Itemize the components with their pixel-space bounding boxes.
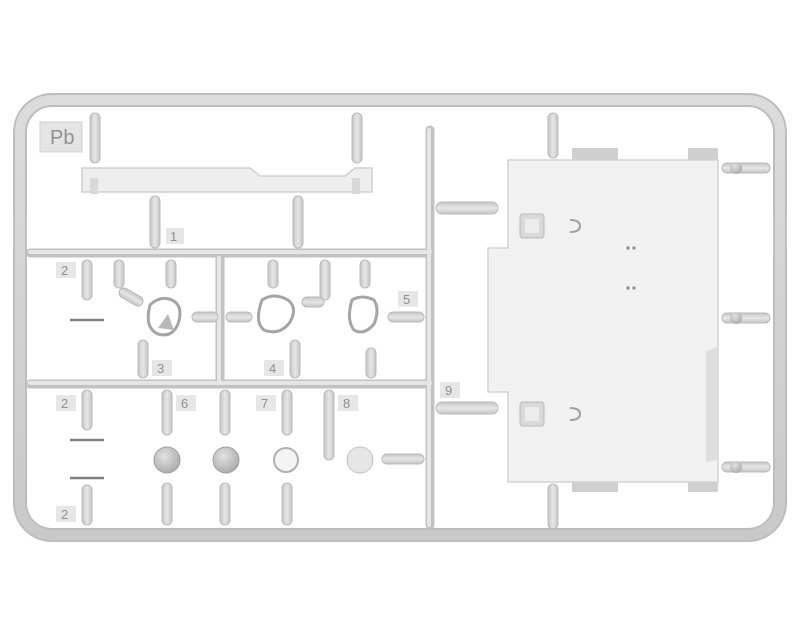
sprue-frame bbox=[13, 93, 787, 542]
gates-top bbox=[89, 112, 559, 530]
part-tag-2: 2 bbox=[56, 262, 76, 278]
svg-text:7: 7 bbox=[261, 396, 268, 411]
part-tag-9: 9 bbox=[440, 382, 460, 398]
loop-parts bbox=[146, 294, 379, 337]
svg-text:6: 6 bbox=[181, 396, 188, 411]
gates-right bbox=[435, 162, 771, 473]
small-part-gates bbox=[81, 259, 377, 526]
sprue-letter: Pb bbox=[50, 127, 74, 149]
part-tag-2: 2 bbox=[56, 395, 76, 411]
svg-text:5: 5 bbox=[403, 292, 410, 307]
svg-text:8: 8 bbox=[343, 396, 350, 411]
hull-plate-part bbox=[487, 148, 719, 492]
part-tag-8: 8 bbox=[338, 395, 358, 411]
part-tag-3: 3 bbox=[152, 360, 172, 376]
part-tag-4: 4 bbox=[264, 360, 284, 376]
svg-text:3: 3 bbox=[157, 361, 164, 376]
round-parts bbox=[153, 446, 374, 474]
part-tag-1: 1 bbox=[166, 228, 184, 244]
part-tag-7: 7 bbox=[256, 395, 276, 411]
svg-text:1: 1 bbox=[170, 229, 177, 244]
svg-text:4: 4 bbox=[269, 361, 276, 376]
svg-text:2: 2 bbox=[61, 507, 68, 522]
part-number-tags: 1 2 2 2 3 4 5 6 7 8 9 bbox=[56, 228, 460, 522]
sprue-letter-tab: Pb bbox=[39, 121, 83, 153]
flat-strip-parts bbox=[70, 318, 104, 480]
part-tag-5: 5 bbox=[398, 291, 418, 307]
part-tag-6: 6 bbox=[176, 395, 196, 411]
svg-text:2: 2 bbox=[61, 263, 68, 278]
fan-detail bbox=[158, 314, 174, 330]
svg-text:9: 9 bbox=[445, 383, 452, 398]
beam-part bbox=[81, 167, 373, 194]
part-tag-2: 2 bbox=[56, 506, 76, 522]
svg-text:2: 2 bbox=[61, 396, 68, 411]
